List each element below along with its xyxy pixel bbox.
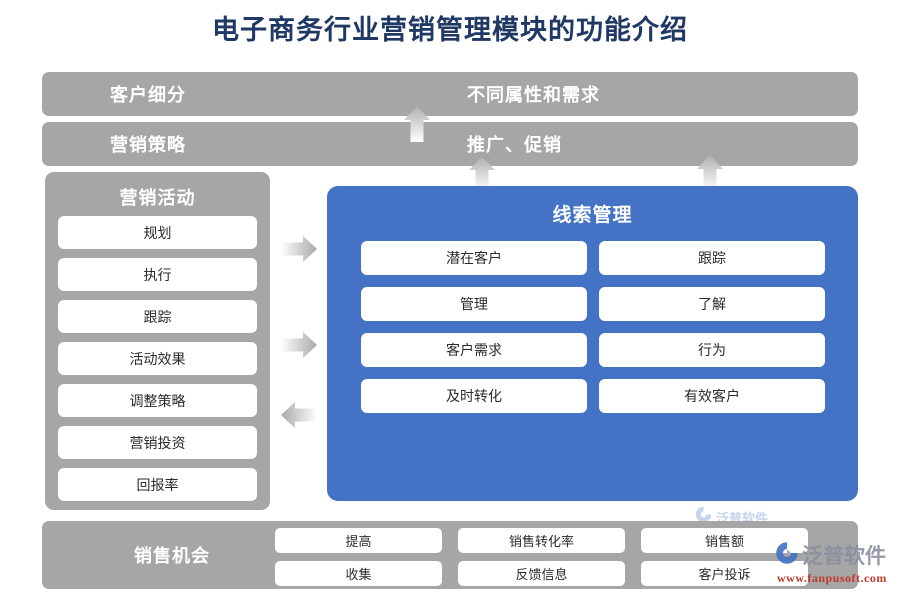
lead-chip-management[interactable]: 管理 (361, 287, 587, 321)
lead-chip-customer-needs[interactable]: 客户需求 (361, 333, 587, 367)
banner-segmentation-label: 客户细分 (110, 85, 186, 105)
sales-chip-feedback[interactable]: 反馈信息 (458, 561, 625, 586)
sales-chip-complaint[interactable]: 客户投诉 (641, 561, 808, 586)
activity-chip-adjust[interactable]: 调整策略 (58, 384, 257, 417)
arrow-up-icon (469, 157, 495, 191)
sales-chip-conversion-rate[interactable]: 销售转化率 (458, 528, 625, 553)
panel-lead-management: 线索管理 潜在客户 跟踪 管理 了解 客户需求 行为 及时转化 有效客户 泛普软… (327, 186, 858, 526)
activity-chip-execution[interactable]: 执行 (58, 258, 257, 291)
lead-chip-grid: 潜在客户 跟踪 管理 了解 客户需求 行为 及时转化 有效客户 (361, 241, 825, 413)
activity-chip-roi[interactable]: 回报率 (58, 468, 257, 501)
banner-segmentation-value: 不同属性和需求 (467, 85, 600, 105)
sales-chip-collect[interactable]: 收集 (275, 561, 442, 586)
panel-lead-title: 线索管理 (552, 205, 633, 226)
page-title: 电子商务行业营销管理模块的功能介绍 (212, 15, 688, 45)
banner-strategy-label: 营销策略 (110, 135, 186, 155)
lead-chip-understand[interactable]: 了解 (599, 287, 825, 321)
panel-sales-title: 销售机会 (134, 546, 210, 566)
lead-chip-tracking[interactable]: 跟踪 (599, 241, 825, 275)
lead-chip-effective-customer[interactable]: 有效客户 (599, 379, 825, 413)
banner-strategy-value: 推广、促销 (467, 135, 562, 155)
sales-chip-grid: 提高 销售转化率 销售额 收集 反馈信息 客户投诉 (275, 528, 808, 586)
arrow-up-icon (697, 155, 723, 191)
lead-chip-timely-conversion[interactable]: 及时转化 (361, 379, 587, 413)
arrow-up-icon (404, 106, 430, 142)
banner-customer-segmentation: 客户细分 不同属性和需求 (42, 72, 858, 116)
arrow-right-icon (281, 236, 317, 262)
arrow-left-icon (281, 402, 317, 428)
activity-chip-effect[interactable]: 活动效果 (58, 342, 257, 375)
panel-sales-opportunity: 销售机会 提高 销售转化率 销售额 收集 反馈信息 客户投诉 (42, 521, 858, 589)
banner-marketing-strategy: 营销策略 推广、促销 (42, 122, 858, 166)
activity-chip-tracking[interactable]: 跟踪 (58, 300, 257, 333)
sales-chip-sales-amount[interactable]: 销售额 (641, 528, 808, 553)
panel-marketing-activity: 营销活动 规划 执行 跟踪 活动效果 调整策略 营销投资 回报率 (45, 172, 270, 510)
sales-chip-improve[interactable]: 提高 (275, 528, 442, 553)
arrow-right-icon (281, 332, 317, 358)
activity-chip-investment[interactable]: 营销投资 (58, 426, 257, 459)
lead-chip-potential-customer[interactable]: 潜在客户 (361, 241, 587, 275)
panel-activity-title: 营销活动 (119, 188, 196, 208)
activity-chip-planning[interactable]: 规划 (58, 216, 257, 249)
lead-chip-behavior[interactable]: 行为 (599, 333, 825, 367)
activity-chip-list: 规划 执行 跟踪 活动效果 调整策略 营销投资 回报率 (58, 216, 257, 501)
